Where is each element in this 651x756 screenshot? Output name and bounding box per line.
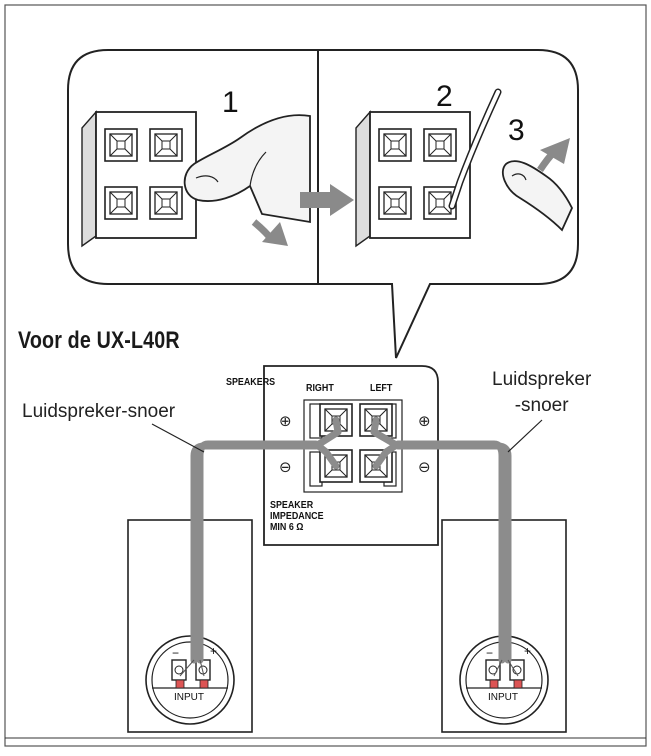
terminal-block-step-2 (355, 110, 471, 248)
terminal-block-step-1 (81, 110, 197, 248)
panel-minus-right-icon: ⊖ (418, 459, 431, 476)
cord-label-right-line-2: -snoer (514, 395, 569, 416)
panel-plus-right-icon: ⊕ (418, 413, 431, 430)
cord-label-left: Luidspreker-snoer (22, 401, 176, 422)
right-input-minus: − (486, 646, 494, 660)
impedance-line-2: IMPEDANCE (270, 510, 324, 522)
impedance-line-3: MIN 6 Ω (270, 521, 304, 533)
left-input-plus: + (210, 644, 218, 658)
step-2-number: 2 (436, 80, 453, 113)
next-step-arrow (300, 184, 354, 216)
speaker-cords (190, 416, 512, 664)
panel-plus-left-icon: ⊕ (279, 413, 292, 430)
cord-label-right: Luidspreker -snoer (492, 367, 591, 419)
step-1-number: 1 (222, 86, 239, 119)
panel-speakers-label: SPEAKERS (226, 376, 276, 388)
release-arrow (540, 138, 570, 164)
leader-line-right (507, 419, 543, 453)
panel-minus-left-icon: ⊖ (279, 459, 292, 476)
right-input-label: INPUT (488, 692, 518, 703)
speaker-input-left (145, 635, 235, 725)
panel-impedance-label: SPEAKER IMPEDANCE MIN 6 Ω (270, 500, 324, 533)
impedance-line-1: SPEAKER (270, 499, 314, 511)
left-input-minus: − (172, 646, 180, 660)
left-input-label: INPUT (174, 692, 204, 703)
panel-right-label: RIGHT (306, 382, 334, 394)
step-3-number: 3 (508, 114, 525, 147)
cord-label-right-line-1: Luidspreker (492, 369, 592, 390)
leader-line-left (151, 423, 205, 453)
page-heading: Voor de UX-L40R (18, 327, 180, 354)
finger-release-icon (501, 160, 573, 232)
finger-icon (183, 114, 311, 224)
right-input-plus: + (524, 644, 532, 658)
panel-left-label: LEFT (370, 382, 393, 394)
